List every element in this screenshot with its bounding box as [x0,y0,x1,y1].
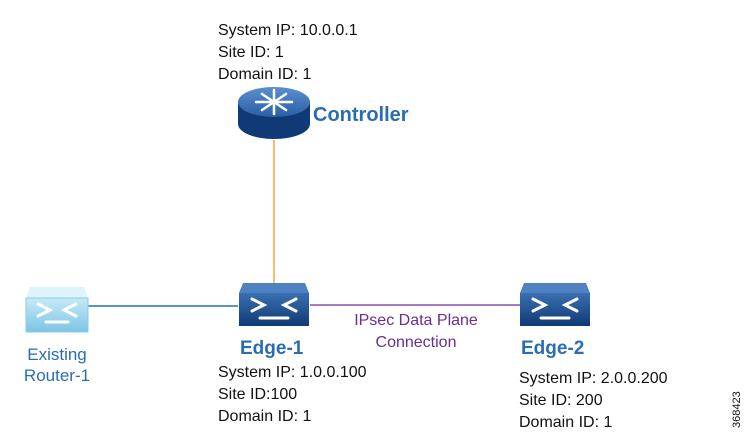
edge2-label: Edge-2 [521,338,585,359]
switch-icon[interactable] [520,283,590,326]
edge2-info: System IP: 2.0.0.200 Site ID: 200 Domain… [519,368,668,434]
router-icon[interactable] [238,87,310,139]
figure-id: 368423 [731,391,743,428]
controller-label: Controller [313,104,409,126]
existing-router-label: Existing Router-1 [2,344,112,386]
existing-router-label-line1: Existing [27,345,87,364]
ipsec-link-label-line1: IPsec Data Plane [354,312,478,329]
ipsec-link-label: IPsec Data Plane Connection [326,310,506,354]
switch-icon[interactable] [239,283,309,326]
edge1-site-id: Site ID:100 [218,386,298,403]
controller-system-ip: System IP: 10.0.0.1 [218,22,358,39]
switch-icon[interactable] [25,287,89,333]
controller-site-id: Site ID: 1 [218,44,284,61]
controller-domain-id: Domain ID: 1 [218,66,312,83]
edge2-site-id: Site ID: 200 [519,392,603,409]
edge1-label: Edge-1 [240,338,304,359]
existing-router-label-line2: Router-1 [23,366,91,385]
edge1-info: System IP: 1.0.0.100 Site ID:100 Domain … [218,362,367,428]
edge1-system-ip: System IP: 1.0.0.100 [218,364,367,381]
edge2-domain-id: Domain ID: 1 [519,414,613,431]
ipsec-link-label-line2: Connection [375,334,457,351]
edge1-domain-id: Domain ID: 1 [218,408,312,425]
edge2-system-ip: System IP: 2.0.0.200 [519,370,668,387]
controller-info: System IP: 10.0.0.1 Site ID: 1 Domain ID… [218,20,358,86]
